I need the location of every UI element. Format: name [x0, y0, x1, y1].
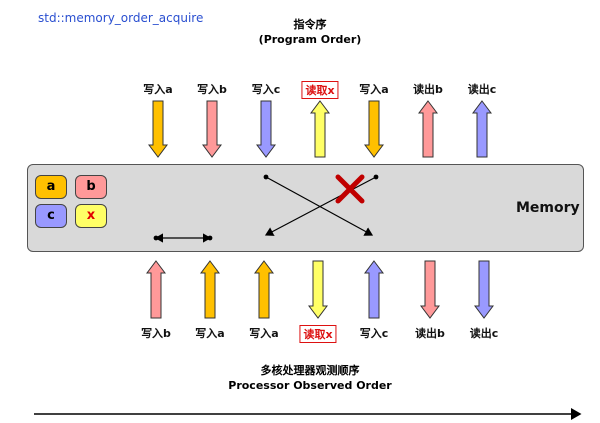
top-op-label: 读出b	[413, 83, 443, 96]
top-op-label: 写入c	[251, 83, 281, 96]
top-op-arrow	[256, 100, 276, 158]
top-op-label: 写入b	[197, 83, 227, 96]
diagram-title: std::memory_order_acquire	[38, 11, 204, 25]
top-op-arrow	[472, 100, 492, 158]
bottom-op-arrow	[254, 260, 274, 319]
top-op-arrow	[364, 100, 384, 158]
top-op-label: 写入a	[359, 83, 389, 96]
bottom-op-label: 写入b	[141, 327, 171, 340]
bottom-op-label: 写入a	[249, 327, 279, 340]
bottom-op-arrow	[146, 260, 166, 319]
memory-cell-b: b	[75, 175, 107, 199]
observed-order-zh: 多核处理器观测顺序	[260, 364, 360, 377]
bottom-op-label: 读出b	[415, 327, 445, 340]
reorder-arrow	[265, 176, 374, 236]
memory-box	[27, 164, 584, 252]
memory-dot	[263, 174, 269, 180]
memory-dot	[207, 235, 213, 241]
observed-order-en: Processor Observed Order	[228, 379, 392, 392]
bottom-op-label: 读取x	[299, 325, 337, 343]
bottom-op-label: 写入a	[195, 327, 225, 340]
program-order-heading: 指令序 (Program Order)	[259, 17, 362, 47]
bottom-op-arrow	[200, 260, 220, 319]
observed-order-heading: 多核处理器观测顺序 Processor Observed Order	[228, 363, 391, 393]
memory-cell-c: c	[35, 204, 67, 228]
bottom-op-label: 读出c	[469, 327, 499, 340]
memory-cell-a: a	[35, 175, 67, 199]
bottom-op-arrow	[474, 260, 494, 319]
bottom-op-arrow	[420, 260, 440, 319]
program-order-zh: 指令序	[293, 18, 327, 31]
top-op-label: 读取x	[301, 81, 339, 99]
top-op-label: 写入a	[143, 83, 173, 96]
top-op-arrow	[202, 100, 222, 158]
memory-dot	[153, 235, 159, 241]
memory-label: Memory	[516, 200, 580, 216]
bottom-op-arrow	[308, 260, 328, 319]
memory-cell-x: x	[75, 204, 107, 228]
memory-dot	[373, 174, 379, 180]
program-order-en: (Program Order)	[258, 33, 362, 46]
bottom-op-label: 写入c	[359, 327, 389, 340]
top-op-arrow	[418, 100, 438, 158]
top-op-arrow	[310, 100, 330, 158]
bottom-op-arrow	[364, 260, 384, 319]
top-op-arrow	[148, 100, 168, 158]
top-op-label: 读出c	[467, 83, 497, 96]
reorder-arrow	[264, 176, 377, 236]
forbidden-cross-icon	[335, 174, 365, 204]
